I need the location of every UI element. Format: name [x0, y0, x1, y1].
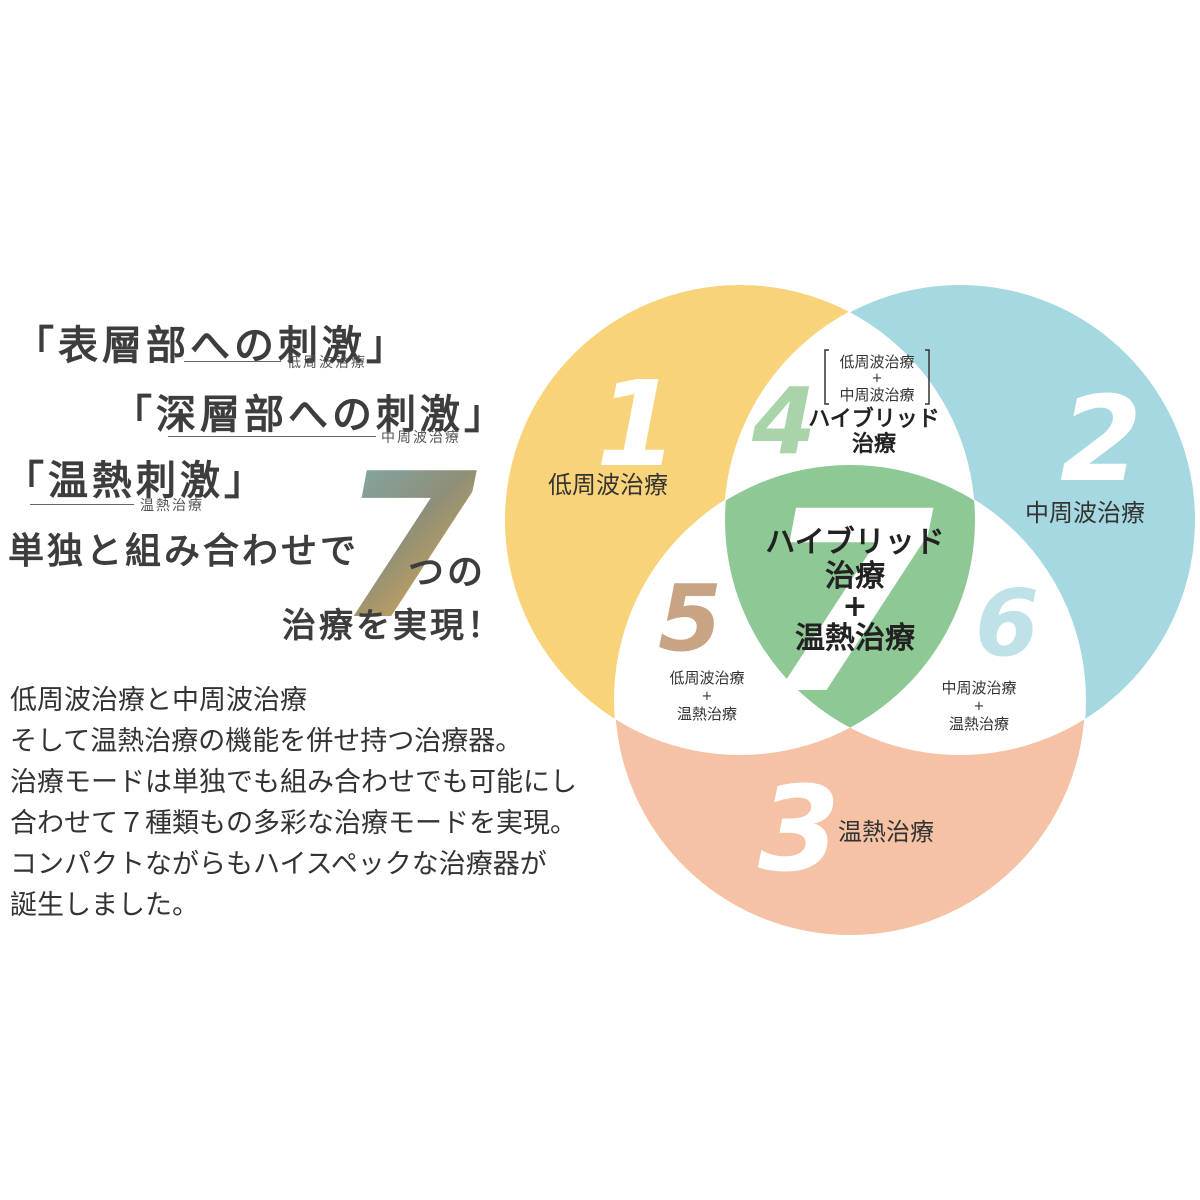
description-text: 低周波治療と中周波治療 そして温熱治療の機能を併せ持つ治療器。 治療モードは単独… — [10, 680, 577, 926]
headline-sub-mid-frequency: 中周波治療 — [381, 430, 461, 446]
number-5: 5 — [658, 565, 722, 672]
label-low-frequency: 低周波治療 — [548, 471, 668, 499]
big-seven-numeral: 7 — [338, 431, 478, 664]
region4-line1: 低周波治療 — [839, 353, 914, 371]
region7-title3: 温熱治療 — [795, 621, 915, 656]
divider-line-2 — [168, 436, 376, 437]
number-6: 6 — [975, 570, 1039, 677]
region4-line2: 中周波治療 — [839, 386, 914, 404]
number-2: 2 — [1060, 370, 1142, 508]
headline-deep-stimulus: 「深層部への刺激」 — [112, 392, 508, 438]
region5-plus: + — [702, 689, 713, 704]
headline-sub-low-frequency: 低周波治療 — [287, 355, 367, 371]
headline-heat-stimulus: 「温熱刺激」 — [4, 458, 268, 504]
region4-plus: + — [872, 371, 883, 386]
region7-title1: ハイブリッド — [765, 525, 944, 560]
bracket-right — [925, 349, 930, 405]
description-line: 治療モードは単独でも組み合わせでも可能にし — [10, 767, 577, 798]
number-7: 7 — [760, 458, 934, 749]
region7-title2: 治療 — [825, 559, 885, 594]
headline-combination: 単独と組み合わせで — [8, 531, 360, 572]
number-3: 3 — [758, 760, 840, 898]
description-line: 誕生しました。 — [10, 890, 199, 921]
divider-line-3 — [30, 504, 134, 505]
region6-plus: + — [974, 699, 985, 714]
region6-line2: 温熱治療 — [949, 715, 1009, 733]
description-line: そして温熱治療の機能を併せ持つ治療器。 — [10, 726, 523, 757]
number-1: 1 — [596, 355, 678, 493]
description-line: 合わせて７種類もの多彩な治療モードを実現。 — [10, 808, 577, 839]
headline-tsu-no: つの — [408, 552, 487, 593]
headline-sub-heat: 温熱治療 — [140, 498, 204, 514]
bracket-left — [824, 349, 829, 405]
description-line: 低周波治療と中周波治療 — [10, 685, 307, 716]
number-4: 4 — [751, 368, 816, 475]
region5-line1: 低周波治療 — [669, 669, 744, 687]
region7-plus: + — [842, 589, 867, 624]
region4-title2: 治療 — [852, 431, 896, 457]
divider-line-1 — [184, 361, 281, 362]
description-line: コンパクトながらもハイスペックな治療器が — [10, 849, 547, 880]
headline-realized: 治療を実現！ — [282, 606, 504, 646]
label-heat: 温熱治療 — [838, 818, 934, 846]
region5-line2: 温熱治療 — [677, 705, 737, 723]
region4-title1: ハイブリッド — [808, 406, 940, 432]
label-mid-frequency: 中周波治療 — [1025, 499, 1145, 527]
region6-line1: 中周波治療 — [941, 679, 1016, 697]
